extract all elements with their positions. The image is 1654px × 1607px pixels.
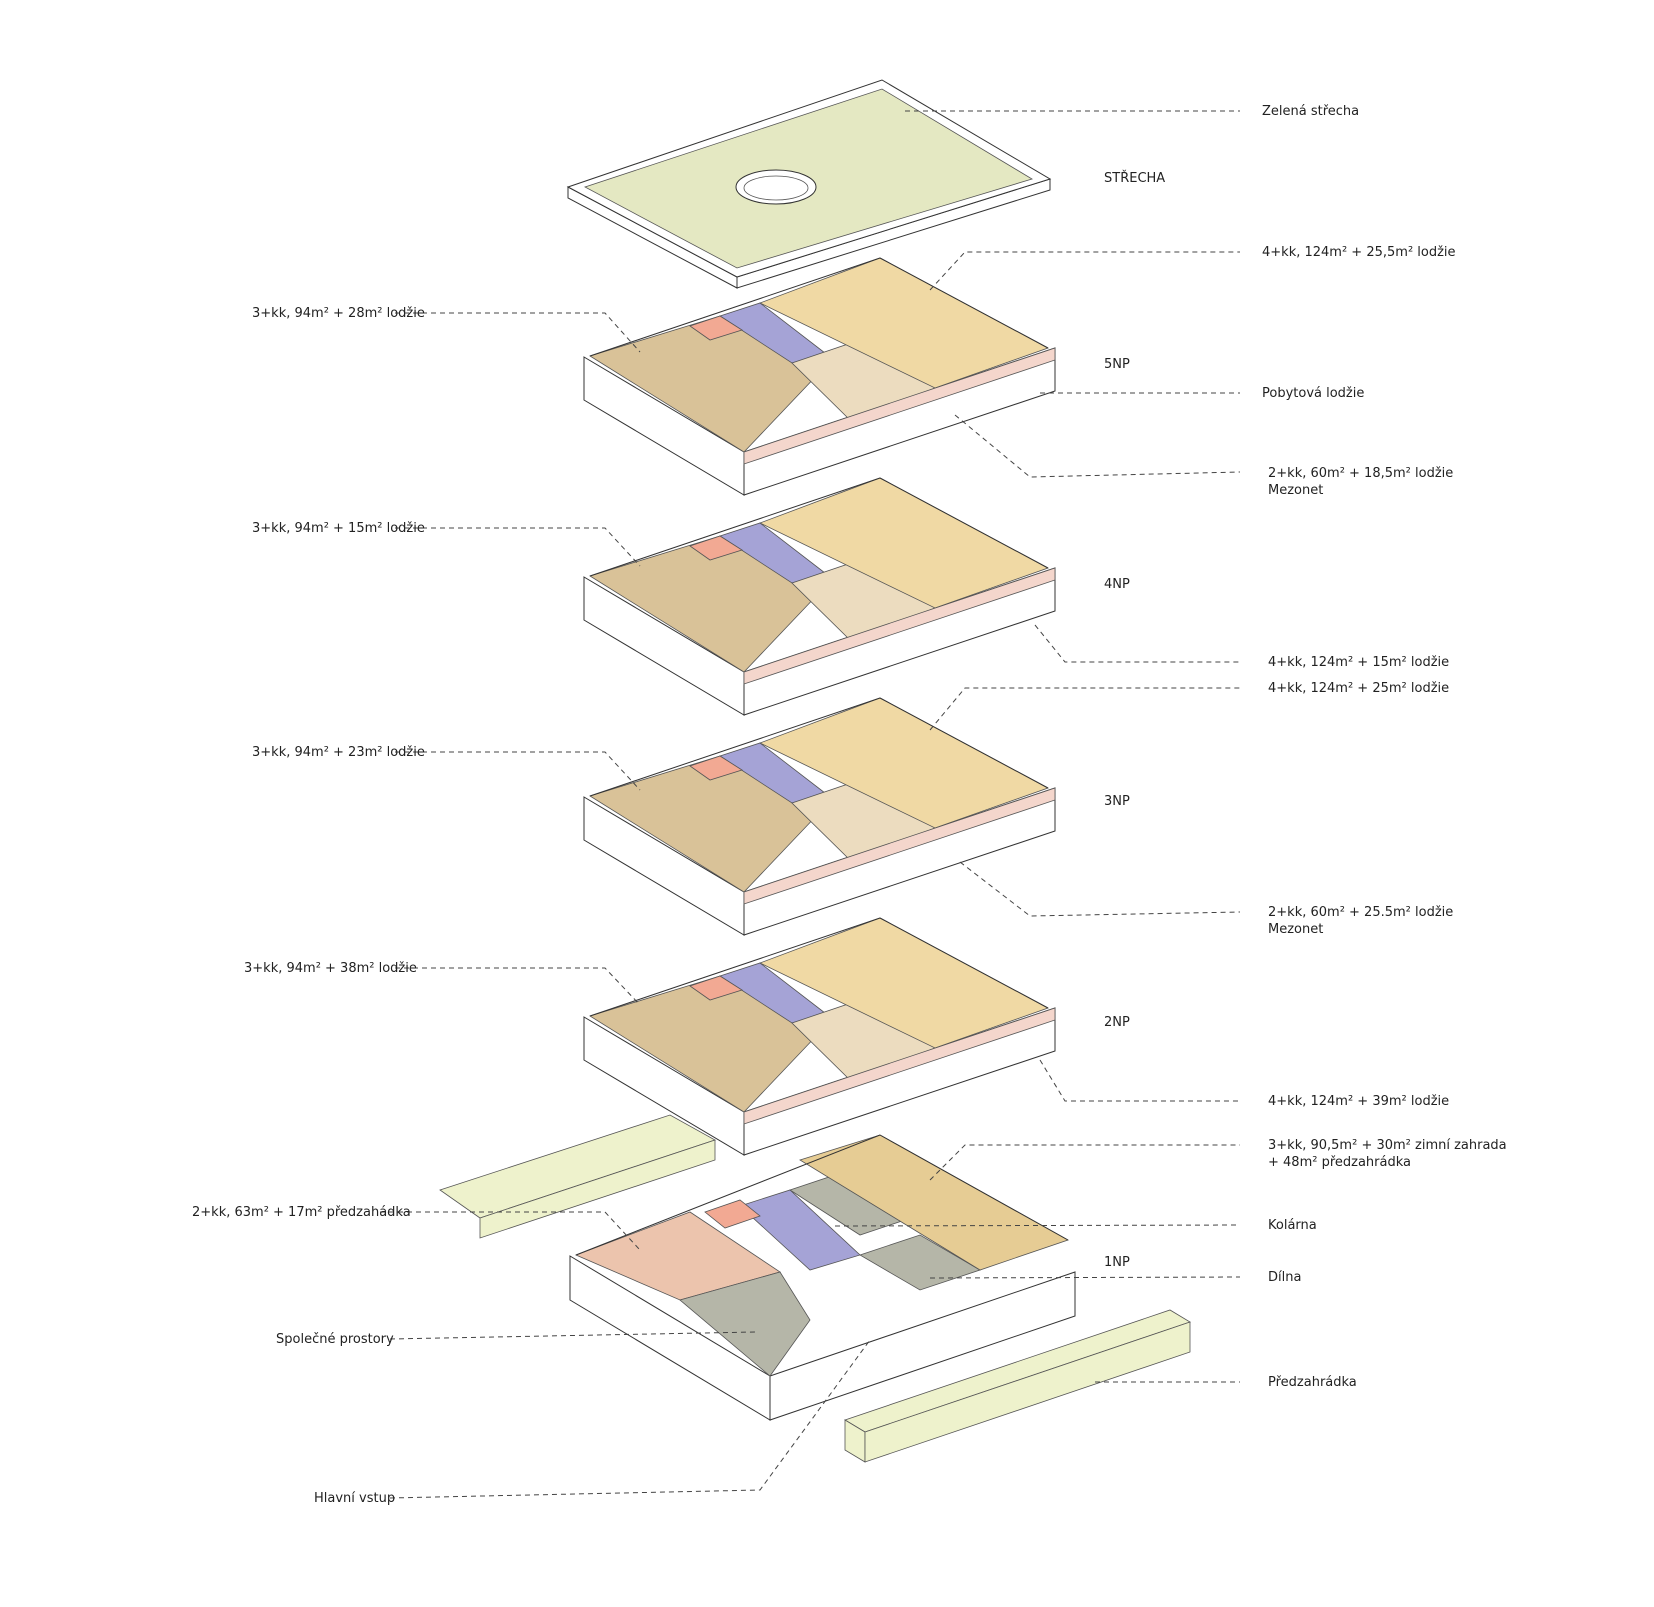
level-label-roof: STŘECHA <box>1104 170 1165 186</box>
leader-3np-right <box>929 687 1240 731</box>
label-duplex-lower-2: Mezonet <box>1268 922 1323 937</box>
floor-4np-wall-right <box>879 477 1049 569</box>
floor-2np <box>583 917 1056 1156</box>
label-living-loggia: Pobytová lodžie <box>1262 386 1364 401</box>
floor-4np-wall-back <box>589 477 881 577</box>
leader-3np-left <box>395 751 641 791</box>
floor-3np-wall-right <box>879 697 1049 789</box>
level-label-4np: 4NP <box>1104 577 1130 592</box>
floor-1np-common-rooms <box>679 1271 811 1377</box>
floor-1np-slab-front <box>769 1271 1076 1421</box>
leader-2np-left <box>395 967 641 1006</box>
label-2np-right-unit: 4+kk, 124m² + 39m² lodžie <box>1268 1094 1449 1109</box>
floor-1np-lift <box>704 1199 761 1229</box>
floor-2np-loggia <box>743 1007 1056 1125</box>
leader-lines <box>380 110 1241 1499</box>
label-2np-left-unit: 3+kk, 94m² + 38m² lodžie <box>244 961 417 976</box>
floor-5np-wall-right <box>879 257 1049 349</box>
leader-4np-left <box>395 527 641 567</box>
roof-skylight-inner <box>743 175 809 201</box>
floor-3np-lift <box>689 755 743 781</box>
label-5np-left-unit: 3+kk, 94m² + 28m² lodžie <box>252 306 425 321</box>
level-label-3np: 3NP <box>1104 794 1130 809</box>
leader-duplex-lower <box>959 861 1241 917</box>
label-common-rooms: Společné prostory <box>276 1332 394 1347</box>
floor-5np-loggia <box>743 347 1056 465</box>
floor-3np <box>583 697 1056 936</box>
labels-right: Zelená střecha 4+kk, 124m² + 25,5m² lodž… <box>1262 104 1507 1390</box>
garden-back-front <box>479 1139 716 1239</box>
floor-4np-lift <box>689 535 743 561</box>
label-front-garden: Předzahrádka <box>1268 1375 1357 1390</box>
floor-3np-loggia <box>743 787 1056 905</box>
label-green-roof: Zelená střecha <box>1262 104 1359 119</box>
leader-bike-room <box>834 1224 1241 1227</box>
leader-5np-right <box>929 251 1240 291</box>
floor-2np-wall-back <box>589 917 881 1017</box>
label-3np-left-unit: 3+kk, 94m² + 23m² lodžie <box>252 745 425 760</box>
label-1np-left-unit: 2+kk, 63m² + 17m² předzahádka <box>192 1205 411 1220</box>
leader-2np-right <box>1039 1059 1240 1102</box>
floor-3np-wall-back <box>589 697 881 797</box>
leader-duplex-upper <box>954 414 1241 478</box>
label-4np-right-unit: 4+kk, 124m² + 15m² lodžie <box>1268 655 1449 670</box>
leader-common-rooms <box>389 1331 756 1340</box>
floor-2np-lift <box>689 975 743 1001</box>
level-label-5np: 5NP <box>1104 357 1130 372</box>
leader-workshop <box>929 1276 1241 1279</box>
leader-4np-right <box>1034 624 1240 663</box>
label-bike-room: Kolárna <box>1268 1218 1317 1233</box>
label-duplex-lower-1: 2+kk, 60m² + 25.5m² lodžie <box>1268 905 1453 920</box>
label-duplex-upper-2: Mezonet <box>1268 483 1323 498</box>
label-1np-right-unit-1: 3+kk, 90,5m² + 30m² zimní zahrada <box>1268 1138 1507 1153</box>
roof-slab <box>566 79 1052 289</box>
level-label-2np: 2NP <box>1104 1015 1130 1030</box>
leader-1np-right <box>929 1144 1240 1181</box>
floor-labels: STŘECHA 5NP 4NP 3NP 2NP 1NP <box>1104 170 1165 1270</box>
floor-2np-wall-right <box>879 917 1049 1009</box>
label-4np-left-unit: 3+kk, 94m² + 15m² lodžie <box>252 521 425 536</box>
label-main-entrance: Hlavní vstup <box>314 1491 395 1506</box>
floor-5np-wall-back <box>589 257 881 357</box>
leader-1np-left <box>380 1211 641 1251</box>
labels-left: 3+kk, 94m² + 28m² lodžie 3+kk, 94m² + 15… <box>192 306 425 1506</box>
leader-5np-left <box>395 312 641 353</box>
front-garden-back <box>439 1114 716 1239</box>
label-workshop: Dílna <box>1268 1270 1301 1285</box>
floor-1np-wall-right <box>879 1134 1069 1241</box>
floor-4np <box>583 477 1056 716</box>
floor-5np-lift <box>689 315 743 341</box>
label-3np-right-unit: 4+kk, 124m² + 25m² lodžie <box>1268 681 1449 696</box>
label-duplex-upper-1: 2+kk, 60m² + 18,5m² lodžie <box>1268 466 1453 481</box>
label-1np-right-unit-2: + 48m² předzahrádka <box>1268 1155 1411 1170</box>
label-5np-right-unit: 4+kk, 124m² + 25,5m² lodžie <box>1262 245 1456 260</box>
level-label-1np: 1NP <box>1104 1255 1130 1270</box>
floor-4np-loggia <box>743 567 1056 685</box>
front-garden-front <box>844 1309 1191 1463</box>
garden-front-long <box>864 1321 1191 1463</box>
leader-main-entrance <box>389 1339 871 1499</box>
floor-1np <box>569 1134 1076 1421</box>
floor-5np <box>583 257 1056 496</box>
